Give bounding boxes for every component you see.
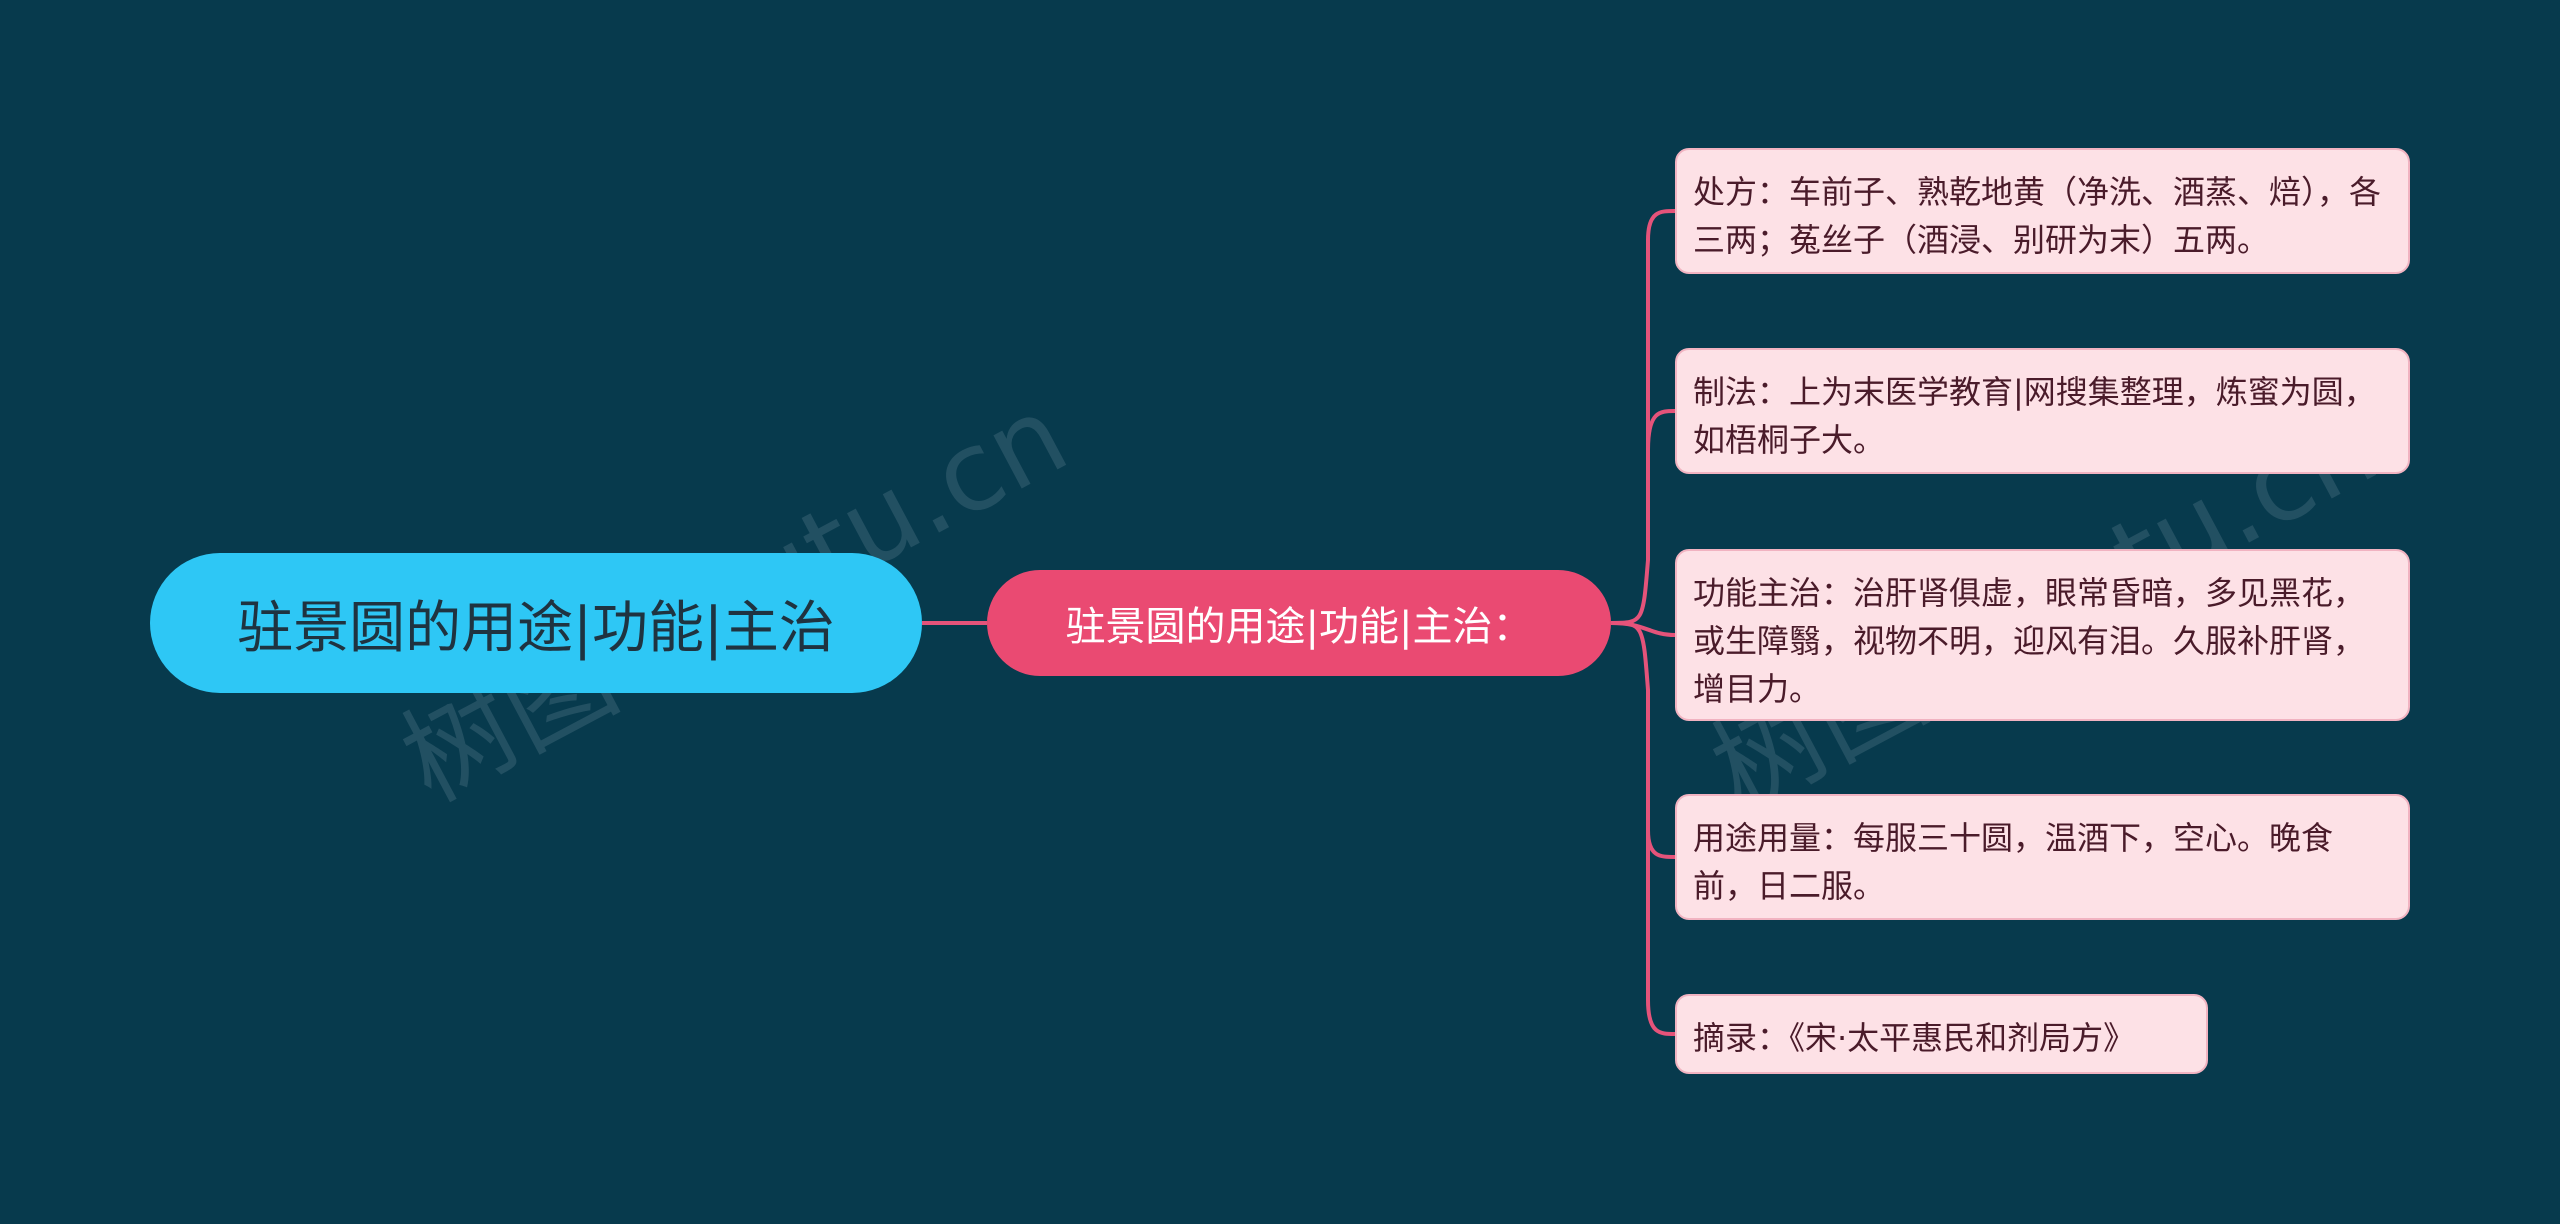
leaf-node-label: 功能主治：治肝肾俱虚，眼常昏暗，多见黑花，或生障翳，视物不明，迎风有泪。久服补肝… [1693, 574, 2366, 708]
leaf-node-dosage[interactable]: 用途用量：每服三十圆，温酒下，空心。晚食前，日二服。 [1675, 794, 2410, 920]
branch-to-leaf-connector-3 [1610, 621, 1676, 859]
root-node-label: 驻景圆的用途|功能|主治 [237, 595, 835, 661]
leaf-node-label: 制法：上为末医学教育|网搜集整理，炼蜜为圆，如梧桐子大。 [1693, 373, 2376, 459]
leaf-node-source[interactable]: 摘录：《宋·太平惠民和剂局方》 [1675, 994, 2208, 1074]
leaf-node-preparation[interactable]: 制法：上为末医学教育|网搜集整理，炼蜜为圆，如梧桐子大。 [1675, 348, 2410, 474]
root-node[interactable]: 驻景圆的用途|功能|主治 [150, 553, 922, 693]
leaf-node-indications[interactable]: 功能主治：治肝肾俱虚，眼常昏暗，多见黑花，或生障翳，视物不明，迎风有泪。久服补肝… [1675, 549, 2410, 721]
leaf-node-label: 用途用量：每服三十圆，温酒下，空心。晚食前，日二服。 [1693, 819, 2334, 905]
leaf-node-label: 处方：车前子、熟乾地黄（净洗、酒蒸、焙），各三两；菟丝子（酒浸、别研为末）五两。 [1693, 173, 2382, 259]
branch-to-leaf-connector-0 [1610, 209, 1676, 625]
branch-to-leaf-connector-1 [1646, 409, 1676, 451]
branch-to-leaf-connector-4 [1646, 830, 1676, 1036]
leaf-node-prescription[interactable]: 处方：车前子、熟乾地黄（净洗、酒蒸、焙），各三两；菟丝子（酒浸、别研为末）五两。 [1675, 148, 2410, 274]
branch-node-label: 驻景圆的用途|功能|主治： [1065, 604, 1533, 650]
leaf-node-label: 摘录：《宋·太平惠民和剂局方》 [1693, 1019, 2136, 1057]
branch-node[interactable]: 驻景圆的用途|功能|主治： [987, 570, 1611, 676]
